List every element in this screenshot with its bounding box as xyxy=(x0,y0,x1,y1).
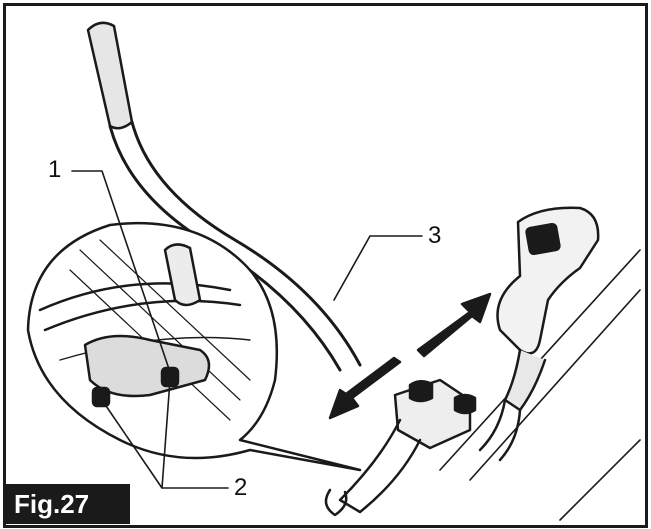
callout-1: 1 xyxy=(48,156,62,183)
figure-border xyxy=(3,3,648,528)
throttle-handle xyxy=(478,206,600,462)
leader-lines xyxy=(71,170,423,489)
direction-arrows xyxy=(328,292,492,420)
callout-3: 3 xyxy=(428,222,442,249)
callout-2: 2 xyxy=(234,474,248,501)
zoom-inset xyxy=(26,221,362,472)
figure-label: Fig.27 xyxy=(6,484,130,524)
handle-clamp xyxy=(324,378,477,517)
